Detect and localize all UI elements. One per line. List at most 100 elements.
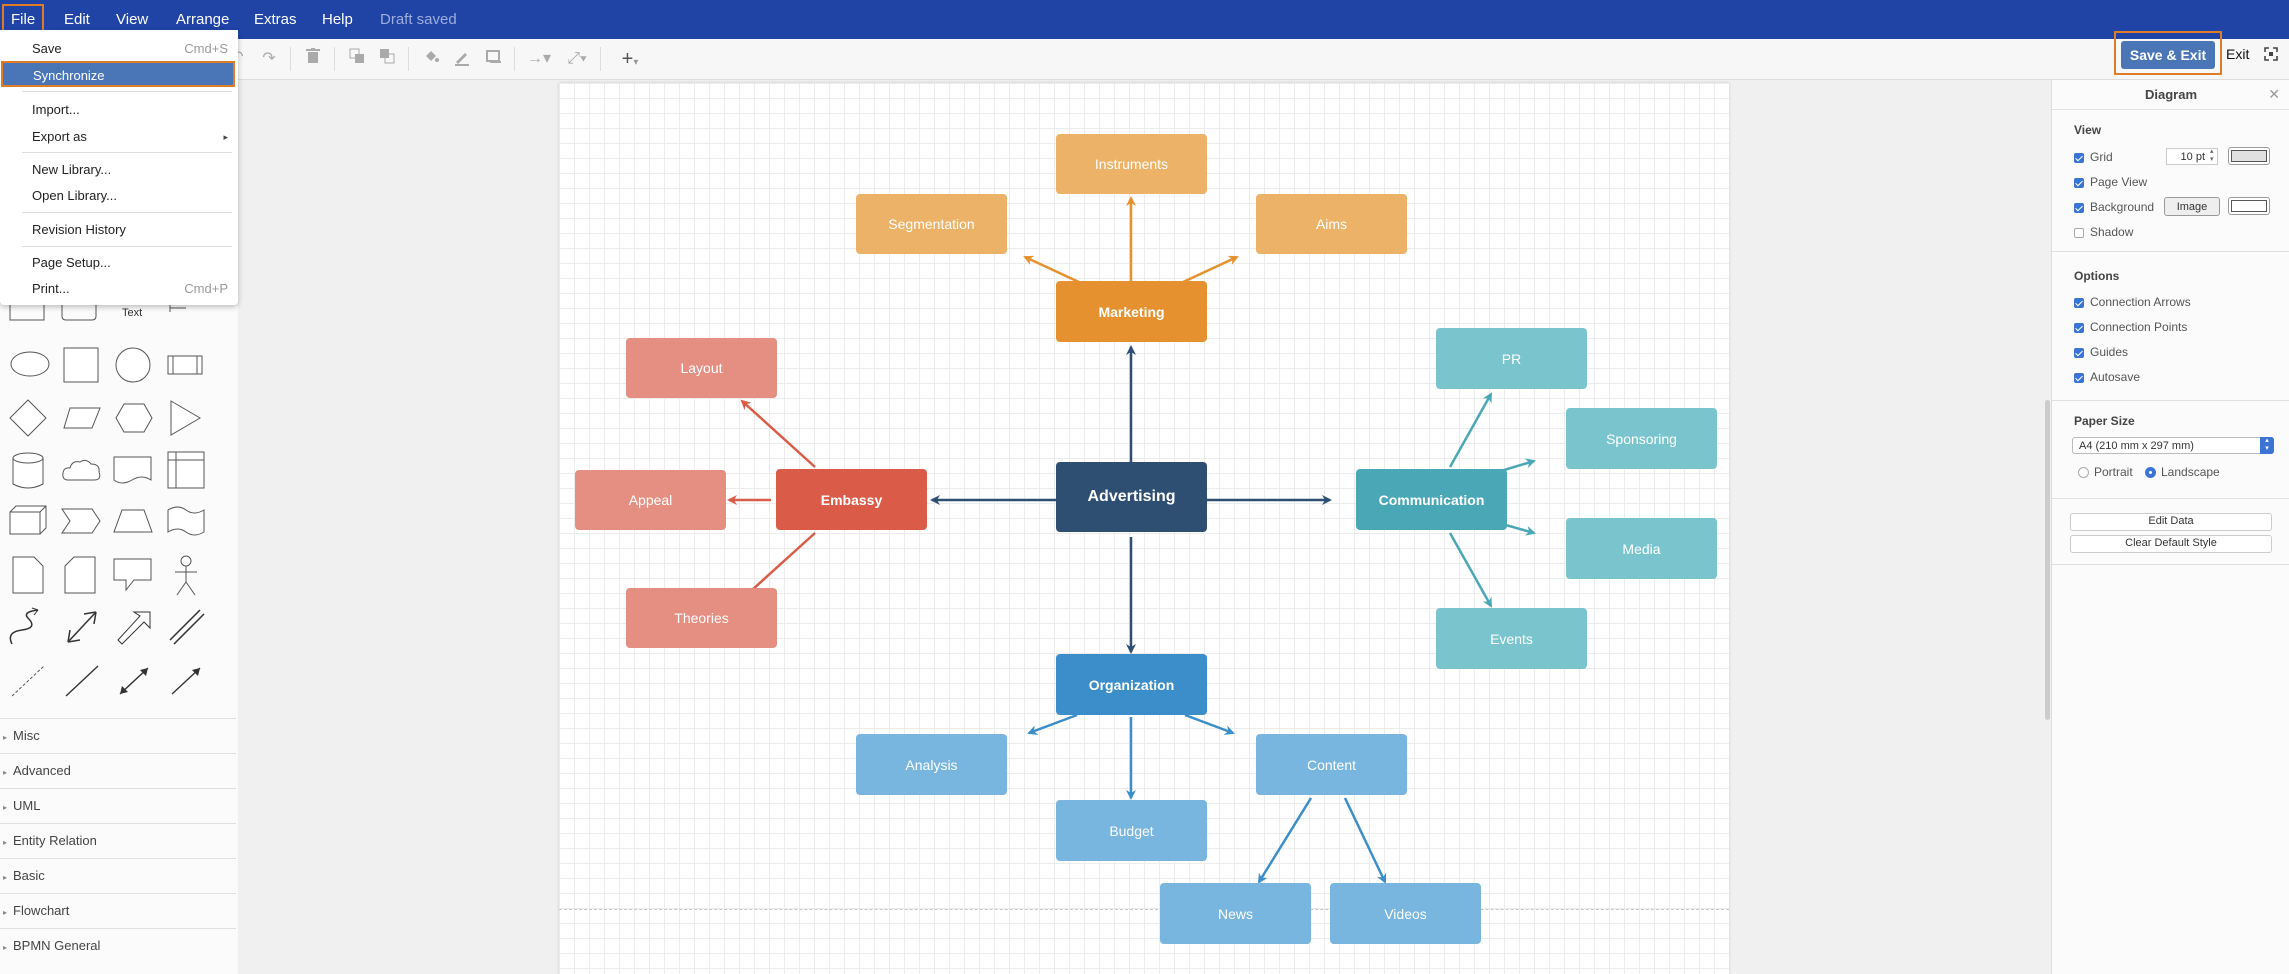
background-checkbox[interactable]: Background <box>2074 200 2154 216</box>
directional-connector-shape[interactable] <box>166 660 206 702</box>
curve-shape[interactable] <box>8 606 48 648</box>
checkbox-checked-icon[interactable] <box>2074 298 2084 308</box>
menu-extras[interactable]: Extras <box>254 11 297 28</box>
exit-button[interactable]: Exit <box>2226 46 2250 62</box>
shadow-icon[interactable] <box>483 48 505 70</box>
section-uml[interactable]: ▸UML <box>0 788 236 823</box>
tape-shape[interactable] <box>166 504 208 538</box>
menu-item-new-library[interactable]: New Library... <box>32 162 112 177</box>
checkbox-checked-icon[interactable] <box>2074 373 2084 383</box>
line-color-icon[interactable] <box>451 48 473 70</box>
section-advanced[interactable]: ▸Advanced <box>0 753 236 788</box>
node-organization[interactable]: Organization <box>1056 654 1207 715</box>
node-theories[interactable]: Theories <box>626 588 777 648</box>
guides-checkbox[interactable]: Guides <box>2074 345 2128 361</box>
radio-unchecked-icon[interactable] <box>2078 467 2089 478</box>
autosave-checkbox[interactable]: Autosave <box>2074 370 2140 386</box>
dashed-line-shape[interactable] <box>8 660 48 702</box>
node-news[interactable]: News <box>1160 883 1311 944</box>
checkbox-checked-icon[interactable] <box>2074 153 2084 163</box>
triangle-shape[interactable] <box>168 398 204 438</box>
to-back-icon[interactable] <box>376 48 398 70</box>
node-budget[interactable]: Budget <box>1056 800 1207 861</box>
connection-style-icon[interactable]: →▾ <box>526 50 552 67</box>
process-shape[interactable] <box>166 352 206 380</box>
checkbox-checked-icon[interactable] <box>2074 323 2084 333</box>
hexagon-shape[interactable] <box>114 400 154 436</box>
circle-shape[interactable] <box>114 346 154 386</box>
node-analysis[interactable]: Analysis <box>856 734 1007 795</box>
panel-resizer[interactable] <box>238 80 242 974</box>
background-color-swatch[interactable] <box>2228 197 2270 215</box>
menu-help[interactable]: Help <box>322 11 353 28</box>
node-aims[interactable]: Aims <box>1256 194 1407 254</box>
node-videos[interactable]: Videos <box>1330 883 1481 944</box>
square-shape[interactable] <box>62 346 102 386</box>
shadow-checkbox[interactable]: Shadow <box>2074 225 2133 241</box>
menu-item-revision-history[interactable]: Revision History <box>32 222 126 237</box>
radio-checked-icon[interactable] <box>2145 467 2156 478</box>
checkbox-checked-icon[interactable] <box>2074 348 2084 358</box>
paper-size-select[interactable]: A4 (210 mm x 297 mm) ▴▾ <box>2072 437 2274 454</box>
callout-shape[interactable] <box>112 556 154 594</box>
section-basic[interactable]: ▸Basic <box>0 858 236 893</box>
grid-size-stepper[interactable]: ▴▾ <box>2210 148 2214 163</box>
insert-plus-icon[interactable]: +▾ <box>621 48 639 70</box>
connection-points-checkbox[interactable]: Connection Points <box>2074 320 2187 336</box>
menu-item-page-setup[interactable]: Page Setup... <box>32 255 111 270</box>
node-embassy[interactable]: Embassy <box>776 469 927 530</box>
checkbox-checked-icon[interactable] <box>2074 178 2084 188</box>
text-shape[interactable]: Text <box>122 307 143 319</box>
node-media[interactable]: Media <box>1566 518 1717 579</box>
node-content[interactable]: Content <box>1256 734 1407 795</box>
waypoints-icon[interactable]: ⤢▾ <box>567 50 587 67</box>
close-icon[interactable]: ✕ <box>2268 86 2280 102</box>
portrait-radio[interactable]: Portrait <box>2078 465 2133 479</box>
checkbox-unchecked-icon[interactable] <box>2074 228 2084 238</box>
parallelogram-shape[interactable] <box>62 404 102 432</box>
menu-view[interactable]: View <box>116 11 149 28</box>
node-sponsoring[interactable]: Sponsoring <box>1566 408 1717 469</box>
grid-checkbox[interactable]: Grid <box>2074 150 2113 166</box>
grid-color-swatch[interactable] <box>2228 147 2270 165</box>
node-communication[interactable]: Communication <box>1356 469 1507 530</box>
menu-edit[interactable]: Edit <box>64 11 90 28</box>
section-entity-relation[interactable]: ▸Entity Relation <box>0 823 236 858</box>
landscape-radio[interactable]: Landscape <box>2145 465 2220 479</box>
step-shape[interactable] <box>60 506 104 536</box>
page-view-checkbox[interactable]: Page View <box>2074 175 2147 191</box>
note-shape[interactable] <box>10 554 46 596</box>
rounded-rectangle-shape[interactable] <box>60 300 100 324</box>
menu-item-export-as[interactable]: Export as▸ <box>0 124 238 150</box>
checkbox-checked-icon[interactable] <box>2074 203 2084 213</box>
edit-data-button[interactable]: Edit Data <box>2070 513 2272 531</box>
section-flowchart[interactable]: ▸Flowchart <box>0 893 236 928</box>
menu-item-print[interactable]: Print...Cmd+P <box>32 281 228 296</box>
ellipse-shape[interactable] <box>8 348 52 380</box>
redo-icon[interactable]: ↷ <box>262 50 276 67</box>
section-bpmn-general[interactable]: ▸BPMN General <box>0 928 236 963</box>
internal-storage-shape[interactable] <box>166 450 206 492</box>
card-shape[interactable] <box>62 554 98 596</box>
bidirectional-arrow-shape[interactable] <box>62 606 102 648</box>
node-events[interactable]: Events <box>1436 608 1587 669</box>
node-instruments[interactable]: Instruments <box>1056 134 1207 194</box>
save-exit-button[interactable]: Save & Exit <box>2121 41 2215 69</box>
cylinder-shape[interactable] <box>10 450 46 492</box>
actor-shape[interactable] <box>170 554 202 598</box>
rectangle-shape[interactable] <box>8 300 48 324</box>
section-misc[interactable]: ▸Misc <box>0 718 236 753</box>
trapezoid-shape[interactable] <box>112 506 156 536</box>
menu-arrange[interactable]: Arrange <box>176 11 230 28</box>
cube-shape[interactable] <box>8 504 50 538</box>
node-appeal[interactable]: Appeal <box>575 470 726 530</box>
delete-icon[interactable] <box>302 48 324 70</box>
bidirectional-connector-shape[interactable] <box>114 660 154 702</box>
arrow-shape[interactable] <box>114 606 154 648</box>
document-shape[interactable] <box>112 454 154 488</box>
fill-color-icon[interactable] <box>420 48 442 70</box>
diamond-shape[interactable] <box>8 398 48 438</box>
diagram-canvas[interactable]: Advertising Marketing Instruments Segmen… <box>242 80 2051 974</box>
diagram-page[interactable]: Advertising Marketing Instruments Segmen… <box>559 83 1729 974</box>
